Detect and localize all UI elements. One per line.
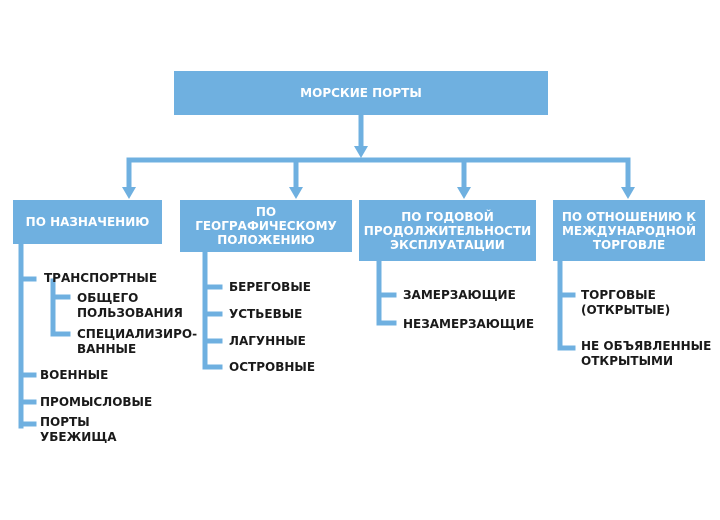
- list-item: НЕ ОБЪЯВЛЕННЫЕ ОТКРЫТЫМИ: [581, 339, 712, 368]
- category-box-geography: ПО ГЕОГРАФИЧЕСКОМУ ПОЛОЖЕНИЮ: [180, 200, 352, 252]
- arrow-head: [289, 187, 303, 199]
- category-box-duration: ПО ГОДОВОЙ ПРОДОЛЖИТЕЛЬНОСТИ ЭКСПЛУАТАЦИ…: [359, 200, 536, 261]
- arrow-head: [457, 187, 471, 199]
- list-item: НЕЗАМЕРЗАЮЩИЕ: [403, 317, 535, 331]
- list-item: ПОРТЫ УБЕЖИЩА: [40, 415, 117, 444]
- list-item: ТОРГОВЫЕ (ОТКРЫТЫЕ): [581, 288, 671, 317]
- list-item: ОСТРОВНЫЕ: [229, 360, 316, 374]
- sub-list-item: СПЕЦИАЛИЗИРО- ВАННЫЕ: [77, 327, 198, 356]
- list-item: ЗАМЕРЗАЮЩИЕ: [403, 288, 516, 302]
- list-item: ТРАНСПОРТНЫЕ: [44, 271, 158, 285]
- category-label: ПО ОТНОШЕНИЮ К МЕЖДУНАРОДНОЙ ТОРГОВЛЕ: [561, 209, 697, 252]
- list-item: ЛАГУННЫЕ: [229, 334, 306, 348]
- arrow-head: [354, 146, 368, 158]
- sub-list-item: ОБЩЕГО ПОЛЬЗОВАНИЯ: [77, 291, 183, 320]
- arrow-head: [122, 187, 136, 199]
- category-label: ПО НАЗНАЧЕНИЮ: [25, 215, 150, 229]
- category-label: ПО ГОДОВОЙ ПРОДОЛЖИТЕЛЬНОСТИ ЭКСПЛУАТАЦИ…: [363, 209, 532, 252]
- category-box-trade: ПО ОТНОШЕНИЮ К МЕЖДУНАРОДНОЙ ТОРГОВЛЕ: [553, 200, 705, 261]
- list-item: УСТЬЕВЫЕ: [229, 307, 303, 321]
- root-box: МОРСКИЕ ПОРТЫ: [174, 71, 548, 115]
- root-label: МОРСКИЕ ПОРТЫ: [300, 86, 422, 100]
- category-label: ПО ГЕОГРАФИЧЕСКОМУ ПОЛОЖЕНИЮ: [195, 205, 337, 247]
- arrow-head: [621, 187, 635, 199]
- list-item: БЕРЕГОВЫЕ: [229, 280, 311, 294]
- list-item: ВОЕННЫЕ: [40, 368, 109, 382]
- category-box-purpose: ПО НАЗНАЧЕНИЮ: [13, 200, 162, 244]
- list-item: ПРОМЫСЛОВЫЕ: [40, 395, 153, 409]
